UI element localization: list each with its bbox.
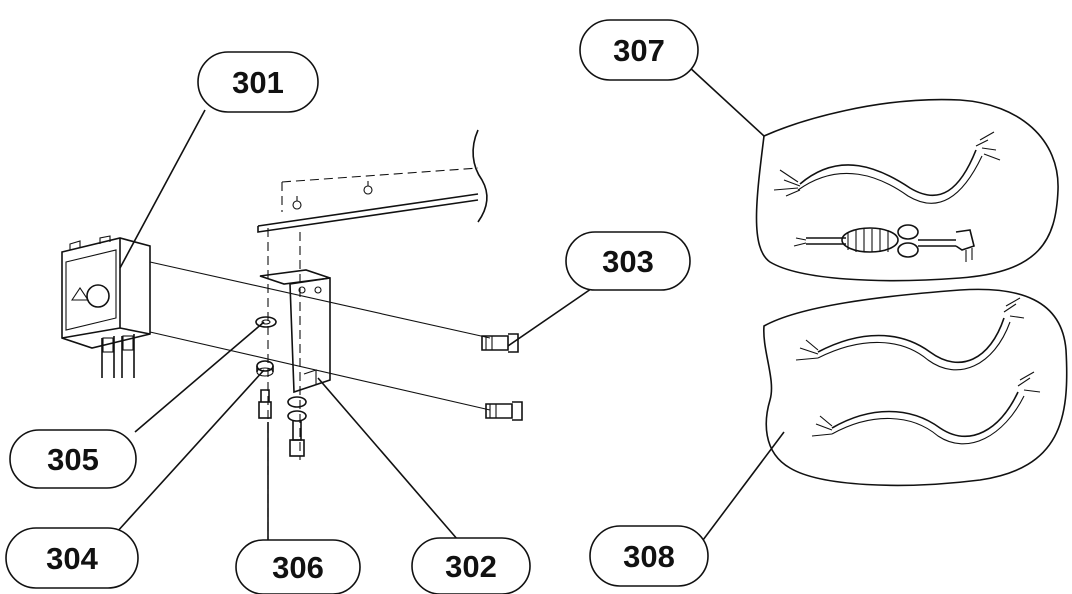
callout-bubble — [5, 527, 139, 589]
callout-bubble — [411, 537, 531, 594]
screw-left — [258, 389, 272, 419]
callout-301: 301 — [197, 51, 319, 113]
callout-306: 306 — [235, 539, 361, 594]
callout-label: 306 — [272, 550, 324, 585]
washer-lower — [256, 360, 274, 377]
callout-label: 308 — [623, 539, 675, 574]
bolt-lower — [485, 401, 523, 421]
callout-bubble — [235, 539, 361, 594]
callout-bubble — [589, 525, 709, 587]
callout-label: 304 — [46, 541, 98, 576]
callout-302: 302 — [411, 537, 531, 594]
callout-label: 303 — [602, 244, 654, 279]
callout-bubble — [9, 429, 137, 489]
callout-308: 308 — [589, 525, 709, 587]
leader-lines — [105, 65, 785, 548]
mounting-bracket — [259, 228, 331, 580]
callout-label: 307 — [613, 33, 665, 68]
callout-304: 304 — [5, 527, 139, 589]
callout-303: 303 — [565, 231, 691, 291]
alignment-line-lower — [149, 331, 491, 411]
callout-307: 307 — [579, 19, 699, 81]
cable-set-307 — [755, 98, 1059, 282]
bolt-upper — [481, 333, 519, 353]
alignment-line-upper — [149, 261, 491, 339]
junction-box — [61, 235, 151, 378]
callout-305: 305 — [9, 429, 137, 489]
mounting-rail — [257, 129, 488, 233]
callout-bubble — [565, 231, 691, 291]
callout-label: 301 — [232, 65, 284, 100]
callout-label: 302 — [445, 549, 497, 584]
callout-bubble — [197, 51, 319, 113]
callout-label: 305 — [47, 442, 99, 477]
callout-bubble — [579, 19, 699, 81]
cable-set-308 — [763, 288, 1068, 487]
washer-upper — [255, 316, 277, 328]
screw-right — [287, 396, 307, 457]
